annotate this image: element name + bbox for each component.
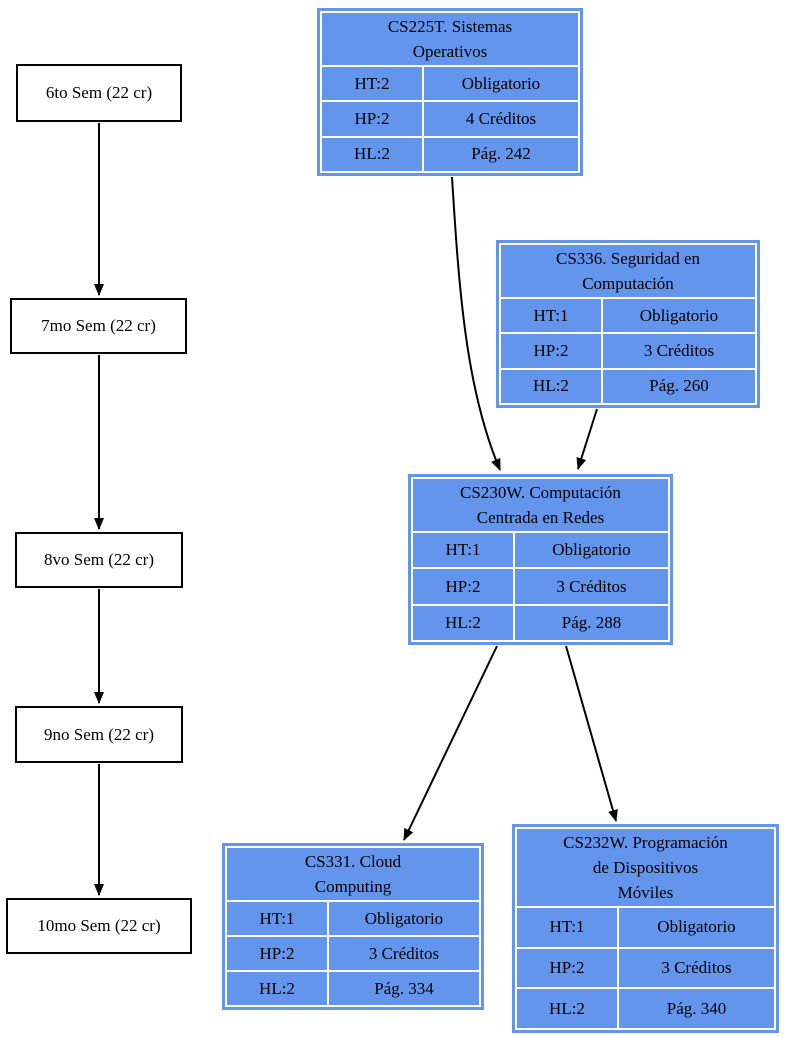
node-sem-6: 6to Sem (22 cr) bbox=[16, 64, 182, 122]
page-cell: Pág. 242 bbox=[424, 137, 578, 171]
hp-cell: HP:2 bbox=[413, 569, 513, 604]
hl-cell: HL:2 bbox=[227, 972, 327, 1005]
hp-cell: HP:2 bbox=[501, 334, 601, 368]
course-title: CS336. Seguridad en Computación bbox=[501, 245, 755, 298]
node-course-cs331: CS331. Cloud Computing HT:1 Obligatorio … bbox=[222, 843, 484, 1010]
type-cell: Obligatorio bbox=[515, 533, 668, 568]
hl-cell: HL:2 bbox=[501, 369, 601, 403]
node-sem-7: 7mo Sem (22 cr) bbox=[10, 298, 187, 354]
hp-cell: HP:2 bbox=[322, 102, 422, 136]
course-title: CS230W. Computación Centrada en Redes bbox=[413, 479, 668, 532]
hp-cell: HP:2 bbox=[517, 948, 617, 988]
node-sem-9: 9no Sem (22 cr) bbox=[15, 706, 183, 763]
node-course-cs230w: CS230W. Computación Centrada en Redes HT… bbox=[408, 474, 673, 645]
ht-cell: HT:2 bbox=[322, 67, 422, 101]
type-cell: Obligatorio bbox=[329, 902, 479, 935]
type-cell: Obligatorio bbox=[424, 67, 578, 101]
edge-cs225t-cs230w bbox=[451, 176, 501, 471]
edge-cs230w-cs331 bbox=[403, 645, 498, 841]
type-cell: Obligatorio bbox=[619, 908, 774, 947]
ht-cell: HT:1 bbox=[227, 902, 327, 935]
course-title: CS331. Cloud Computing bbox=[227, 848, 479, 900]
course-title: CS232W. Programación de Dispositivos Móv… bbox=[517, 829, 774, 906]
sem-label: 8vo Sem (22 cr) bbox=[43, 550, 154, 569]
page-cell: Pág. 334 bbox=[329, 972, 479, 1005]
page-cell: Pág. 288 bbox=[515, 605, 668, 640]
page-cell: Pág. 260 bbox=[603, 369, 755, 403]
ht-cell: HT:1 bbox=[501, 299, 601, 333]
edge-cs230w-cs232w bbox=[565, 645, 618, 822]
course-title: CS225T. Sistemas Operativos bbox=[322, 13, 578, 66]
sem-label: 6to Sem (22 cr) bbox=[45, 83, 153, 102]
hl-cell: HL:2 bbox=[413, 605, 513, 640]
hp-cell: HP:2 bbox=[227, 937, 327, 970]
node-course-cs336: CS336. Seguridad en Computación HT:1 Obl… bbox=[496, 240, 760, 408]
hl-cell: HL:2 bbox=[517, 989, 617, 1028]
credits-cell: 3 Créditos bbox=[329, 937, 479, 970]
sem-label: 7mo Sem (22 cr) bbox=[41, 316, 156, 335]
hl-cell: HL:2 bbox=[322, 137, 422, 171]
credits-cell: 3 Créditos bbox=[603, 334, 755, 368]
credits-cell: 4 Créditos bbox=[424, 102, 578, 136]
node-course-cs225t: CS225T. Sistemas Operativos HT:2 Obligat… bbox=[317, 8, 583, 176]
sem-label: 9no Sem (22 cr) bbox=[43, 724, 154, 744]
node-sem-8: 8vo Sem (22 cr) bbox=[15, 532, 183, 588]
edge-cs336-cs230w bbox=[576, 408, 598, 470]
credits-cell: 3 Créditos bbox=[515, 569, 668, 604]
sem-label: 10mo Sem (22 cr) bbox=[37, 916, 161, 935]
page-cell: Pág. 340 bbox=[619, 989, 774, 1028]
node-sem-10: 10mo Sem (22 cr) bbox=[6, 898, 192, 954]
node-course-cs232w: CS232W. Programación de Dispositivos Móv… bbox=[512, 824, 779, 1033]
ht-cell: HT:1 bbox=[413, 533, 513, 568]
type-cell: Obligatorio bbox=[603, 299, 755, 333]
credits-cell: 3 Créditos bbox=[619, 948, 774, 988]
ht-cell: HT:1 bbox=[517, 908, 617, 947]
